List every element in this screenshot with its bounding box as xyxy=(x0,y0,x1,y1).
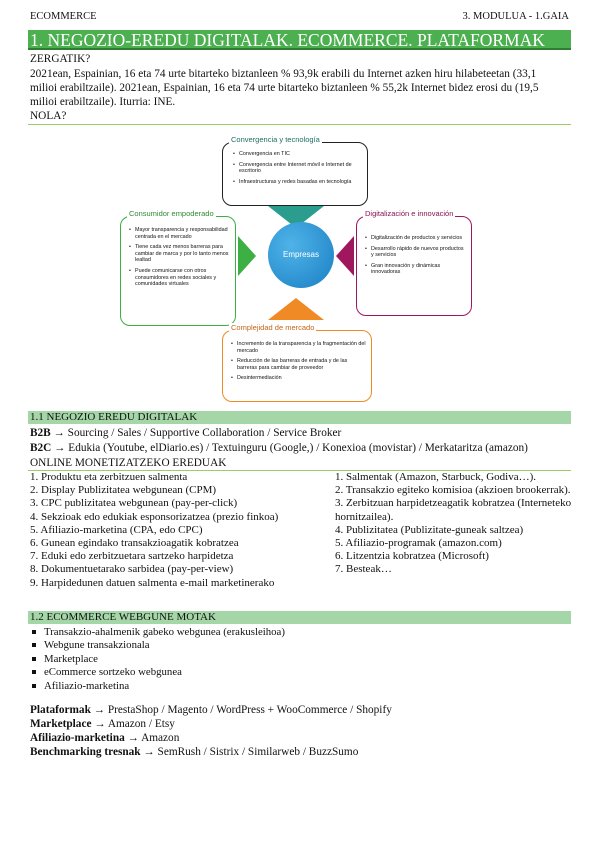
list-item: 3. CPC publizitatea webgunean (pay-per-c… xyxy=(30,497,238,510)
stat-line-2: milioi erabiltzaile). 2021ean, Espainian… xyxy=(30,82,539,94)
list-item: Reducción de las barreras de entrada y d… xyxy=(231,358,367,371)
list-item: 3. Zerbitzuan harpidetzeagatik kobratzea… xyxy=(335,497,572,510)
divider xyxy=(28,124,571,125)
list-item: 7. Eduki edo zerbitzuetara sartzeko harp… xyxy=(30,550,234,563)
marketplace-line: Marketplace → Amazon / Etsy xyxy=(30,717,175,731)
list-item: Desarrollo rápido de nuevos productos y … xyxy=(365,246,467,259)
list-item: Transakzio-ahalmenik gabeko webgunea (er… xyxy=(30,626,285,639)
list-item: Afiliazio-marketina xyxy=(30,680,285,693)
list-item: hornitzailea). xyxy=(335,510,394,523)
arrow-icon: → xyxy=(94,718,106,730)
list-item: 1. Salmentak (Amazon, Starbuck, Godiva…)… xyxy=(335,471,537,483)
list-item: Infraestructuras y redes basadas en tecn… xyxy=(233,179,363,186)
monetization-list-left: 1. Produktu eta zerbitzuen salmenta 2. D… xyxy=(30,471,278,590)
box-convergence-title: Convergencia y tecnología xyxy=(229,135,322,144)
affiliate-line: Afiliazio-marketina → Amazon xyxy=(30,731,179,745)
header-left: ECOMMERCE xyxy=(30,11,97,22)
list-item: 5. Afiliazio-programak (amazon.com) xyxy=(335,537,502,550)
box-complexity-list: Incremento de la transparencia y la frag… xyxy=(231,341,367,386)
page-header: ECOMMERCE 3. MODULUA - 1.GAIA xyxy=(30,11,569,25)
list-item: 2. Transakzio egiteko komisioa (akzioen … xyxy=(335,484,571,497)
list-item: eCommerce sortzeko webgunea xyxy=(30,666,285,679)
list-item: 7. Besteak… xyxy=(335,563,392,576)
market-diagram: Convergencia y tecnología Convergencia e… xyxy=(118,132,478,410)
box-convergence-list: Convergencia en TIC Convergencia entre I… xyxy=(233,151,363,189)
list-item: Convergencia entre Internet móvil e Inte… xyxy=(233,162,363,175)
b2c-line: B2C → Edukia (Youtube, elDiario.es) / Te… xyxy=(30,441,528,455)
monetization-list-right: 1. Salmentak (Amazon, Starbuck, Godiva…)… xyxy=(335,471,571,577)
benchmark-label: Benchmarking tresnak xyxy=(30,746,141,758)
online-heading: ONLINE MONETIZATZEKO EREDUAK xyxy=(30,457,227,469)
platforms-label: Plataformak xyxy=(30,704,91,716)
arrow-bottom xyxy=(268,298,324,320)
b2b-text: Sourcing / Sales / Supportive Collaborat… xyxy=(67,427,342,439)
list-item: Incremento de la transparencia y la frag… xyxy=(231,341,367,354)
list-item: 6. Litzentzia kobratzea (Microsoft) xyxy=(335,550,489,563)
list-item: Puede comunicarse con otros consumidores… xyxy=(129,268,231,288)
b2b-line: B2B → Sourcing / Sales / Supportive Coll… xyxy=(30,426,341,440)
benchmark-line: Benchmarking tresnak → SemRush / Sistrix… xyxy=(30,745,358,759)
list-item: Desintermediación xyxy=(231,375,367,382)
list-item: Webgune transakzionala xyxy=(30,639,285,652)
list-item: 5. Afiliazio-marketina (CPA, edo CPC) xyxy=(30,523,203,536)
nola-heading: NOLA? xyxy=(30,110,67,122)
platforms-text: PrestaShop / Magento / WordPress + WooCo… xyxy=(107,704,392,716)
list-item: Mayor transparencia y responsabilidad ce… xyxy=(129,227,231,240)
list-item: Convergencia en TIC xyxy=(233,151,363,158)
section-heading-1-2: 1.2 ECOMMERCE WEBGUNE MOTAK xyxy=(28,611,571,624)
list-item: Gran innovación y dinámicas innovadoras xyxy=(365,263,467,276)
arrow-right xyxy=(336,236,354,276)
marketplace-label: Marketplace xyxy=(30,718,92,730)
arrow-icon: → xyxy=(53,427,65,439)
zergatik-heading: ZERGATIK? xyxy=(30,53,91,65)
b2b-label: B2B xyxy=(30,427,51,439)
stat-line-3: milioi erabiltzaile). Iturria: INE. xyxy=(30,96,176,108)
section-heading-1-1: 1.1 NEGOZIO EREDU DIGITALAK xyxy=(28,411,571,424)
box-complexity-title: Complejidad de mercado xyxy=(229,323,317,332)
arrow-left xyxy=(238,236,256,276)
arrow-icon: → xyxy=(143,746,155,758)
arrow-icon: → xyxy=(127,732,139,744)
list-item: 4. Sekzioak edo edukiak esponsorizatzea … xyxy=(30,510,279,523)
marketplace-text: Amazon / Etsy xyxy=(107,718,175,730)
b2c-text: Edukia (Youtube, elDiario.es) / Textuing… xyxy=(68,442,528,454)
diagram-arrows xyxy=(238,206,354,320)
list-item: 8. Dokumentuetarako sarbidea (pay-per-vi… xyxy=(30,563,234,576)
site-types-list: Transakzio-ahalmenik gabeko webgunea (er… xyxy=(30,626,285,693)
box-convergence: Convergencia y tecnología Convergencia e… xyxy=(222,135,368,206)
arrow-icon: → xyxy=(54,442,66,454)
list-item: 4. Publizitatea (Publizitate-guneak salt… xyxy=(335,523,524,536)
list-item: 6. Gunean egindako transakzioagatik kobr… xyxy=(30,537,239,550)
list-item: Digitalización de productos y servicios xyxy=(365,235,467,242)
list-item: 9. Harpidedunen datuen salmenta e-mail m… xyxy=(30,576,275,589)
box-complexity: Complejidad de mercado Incremento de la … xyxy=(222,323,372,402)
box-consumer-list: Mayor transparencia y responsabilidad ce… xyxy=(129,227,231,292)
page-title: 1. NEGOZIO-EREDU DIGITALAK. ECOMMERCE. P… xyxy=(28,30,571,50)
divider xyxy=(28,470,571,471)
list-item: 2. Display Publizitatea webgunean (CPM) xyxy=(30,484,217,497)
box-consumer: Consumidor empoderado Mayor transparenci… xyxy=(120,209,236,326)
box-consumer-title: Consumidor empoderado xyxy=(127,209,216,218)
list-item: Tiene cada vez menos barreras para cambi… xyxy=(129,244,231,264)
box-digitalization: Digitalización e innovación Digitalizaci… xyxy=(356,209,472,316)
list-item: 1. Produktu eta zerbitzuen salmenta xyxy=(30,471,188,483)
center-circle: Empresas xyxy=(268,222,334,288)
arrow-icon: → xyxy=(93,704,105,716)
affiliate-label: Afiliazio-marketina xyxy=(30,732,125,744)
stat-line-1: 2021ean, Espainian, 16 eta 74 urte bitar… xyxy=(30,68,537,80)
list-item: Marketplace xyxy=(30,653,285,666)
affiliate-text: Amazon xyxy=(141,732,180,744)
arrow-top xyxy=(268,206,324,228)
header-right: 3. MODULUA - 1.GAIA xyxy=(462,11,569,22)
platforms-line: Plataformak → PrestaShop / Magento / Wor… xyxy=(30,703,392,717)
b2c-label: B2C xyxy=(30,442,52,454)
box-digitalization-list: Digitalización de productos y servicios … xyxy=(365,235,467,280)
benchmark-text: SemRush / Sistrix / Similarweb / BuzzSum… xyxy=(157,746,359,758)
box-digitalization-title: Digitalización e innovación xyxy=(363,209,456,218)
